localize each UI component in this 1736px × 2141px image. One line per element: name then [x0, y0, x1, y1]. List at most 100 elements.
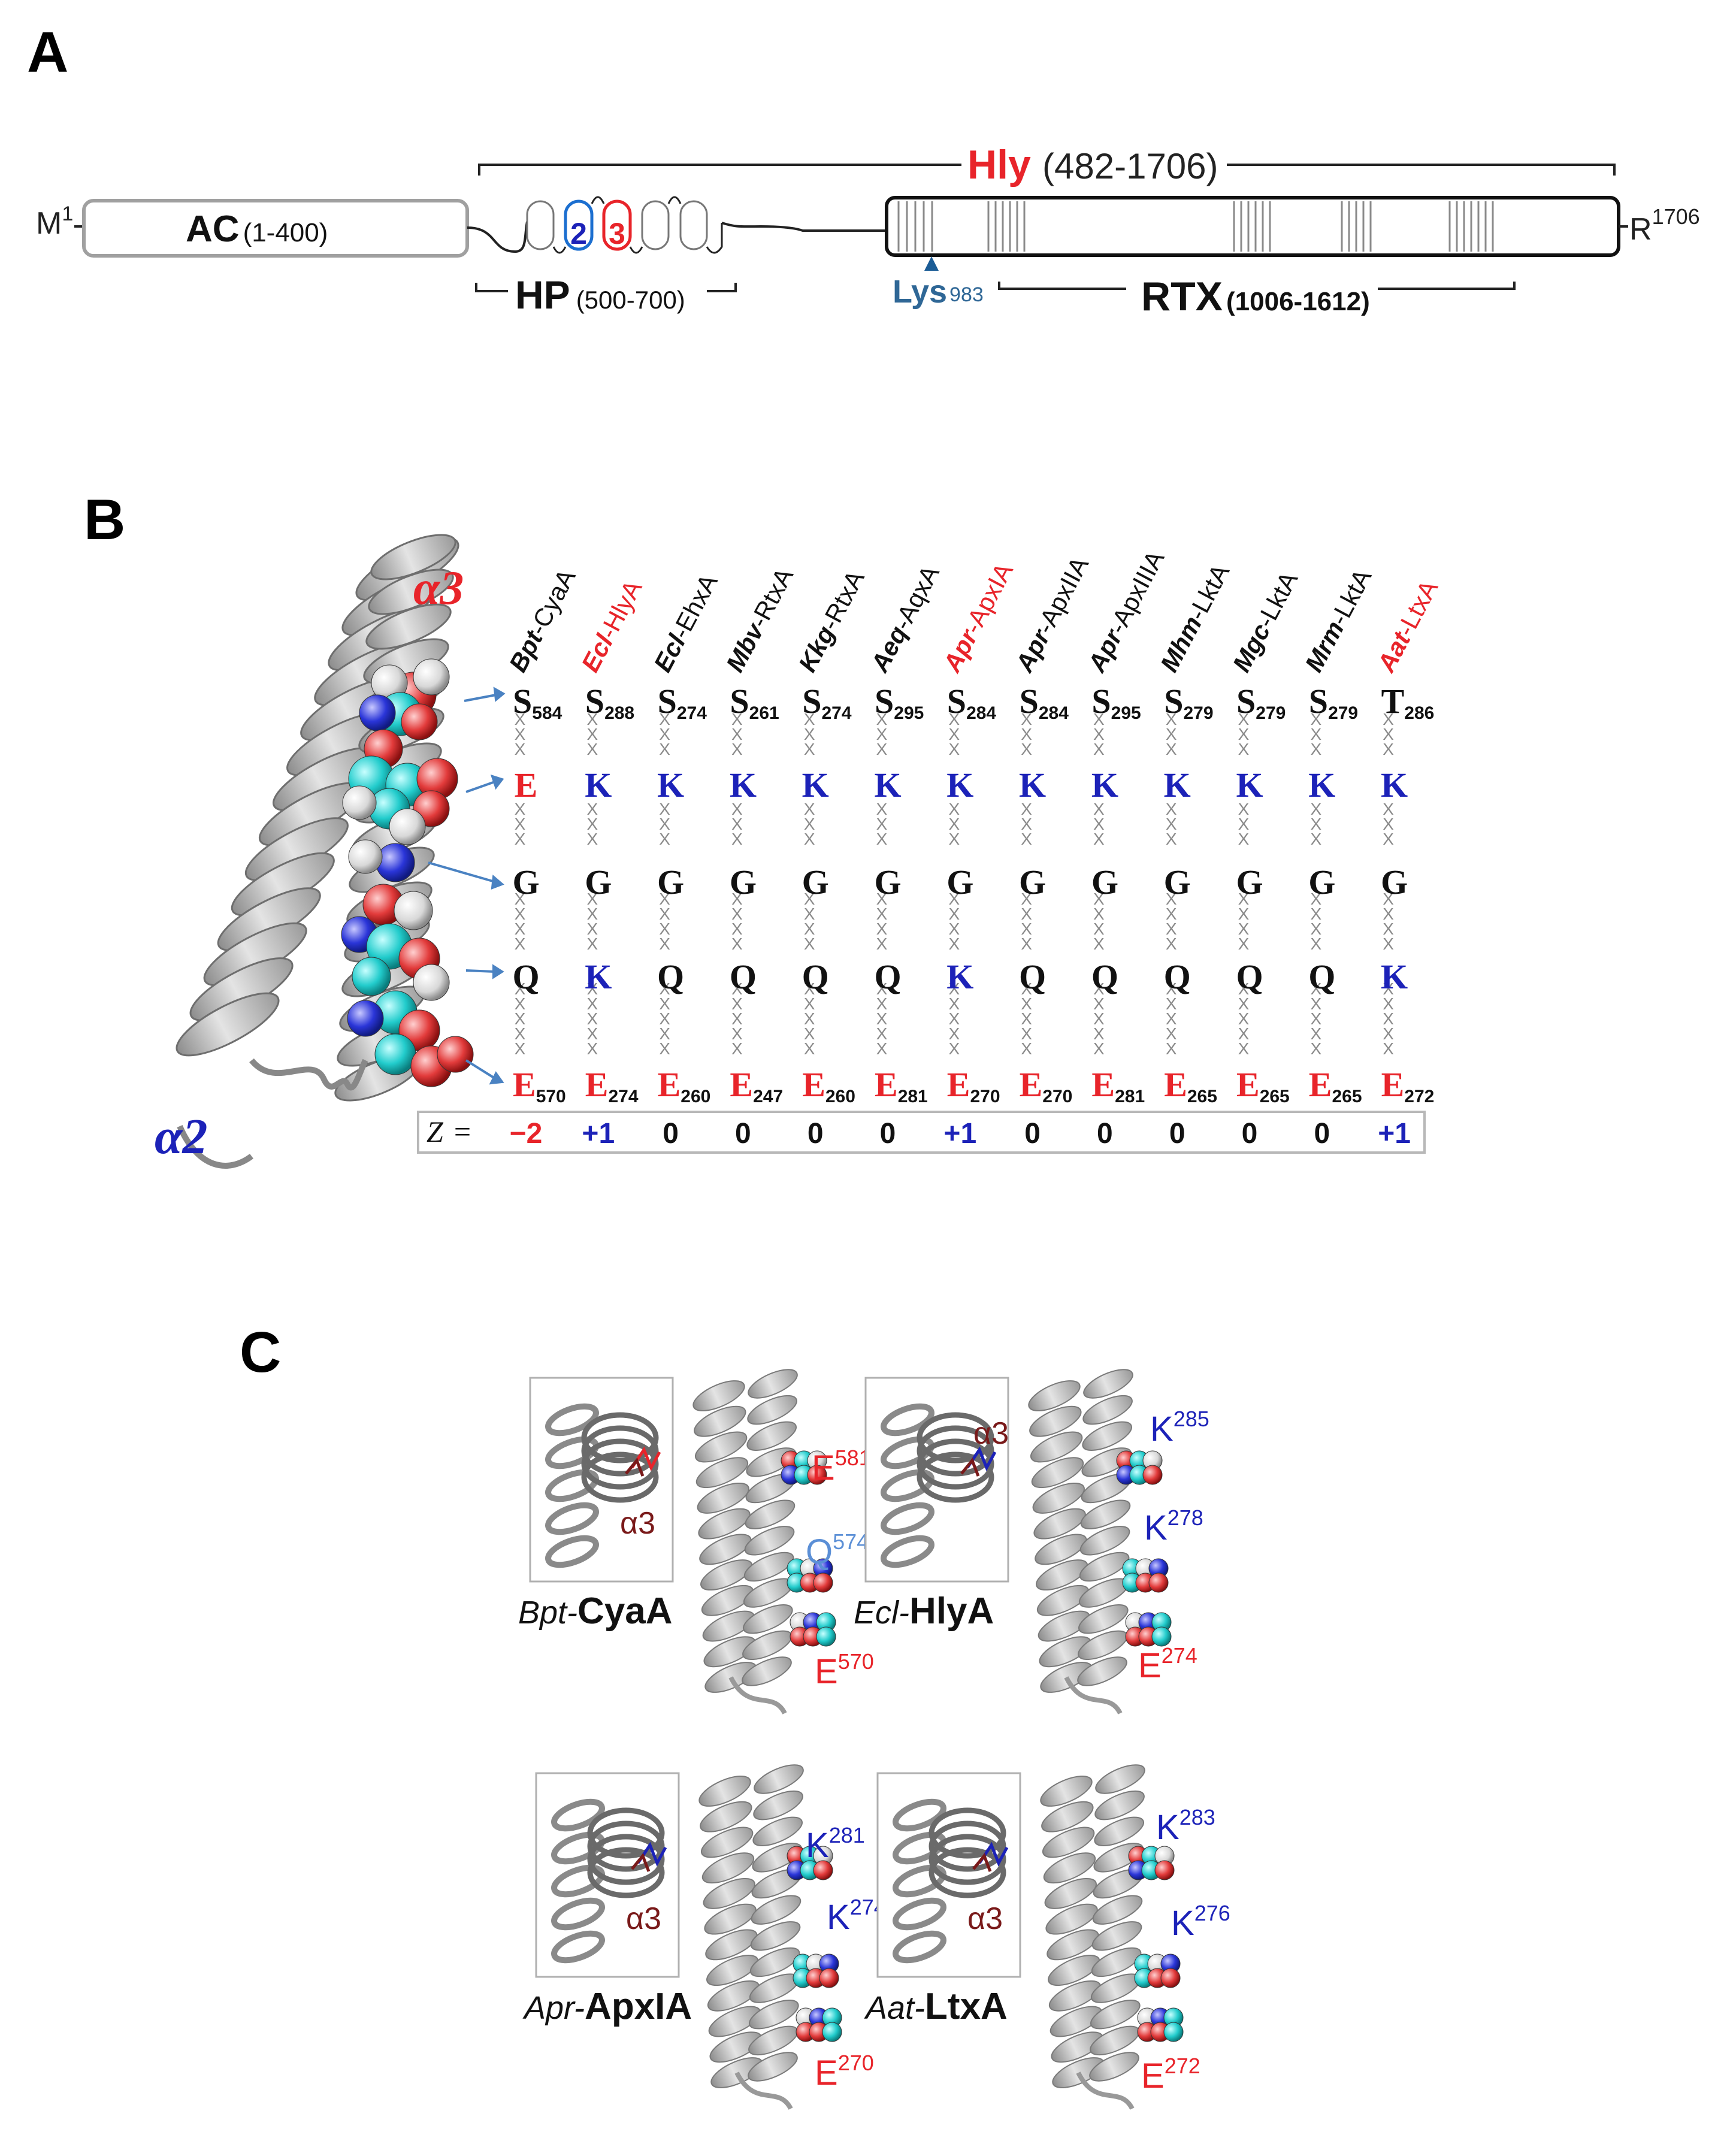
residue-letter: G: [585, 863, 612, 902]
connector-x: X: [948, 935, 960, 953]
connector-x: X: [1238, 1039, 1250, 1058]
connector-x: X: [515, 815, 526, 833]
helix-alpha3-label: α3: [413, 562, 464, 615]
main-helix-turn: [1030, 1431, 1083, 1463]
residue-sphere: [1163, 2022, 1184, 2042]
structure-comparison-c: α3Bpt-CyaAE581Q574E570α3Ecl-HlyAK285K278…: [518, 1369, 1230, 2110]
connector-x: X: [948, 890, 960, 908]
main-helix-turn: [1078, 1604, 1129, 1634]
connector-x: X: [1238, 725, 1250, 743]
connector-x: X: [948, 920, 960, 938]
main-helix-turn: [742, 1656, 792, 1686]
connector-x: X: [586, 1024, 598, 1043]
connector-x: X: [659, 1009, 670, 1028]
residue-letter: Q: [730, 957, 757, 996]
residue-letter: K: [1308, 766, 1335, 805]
inset-helix-coil: [917, 1438, 994, 1490]
connector-x: X: [1383, 890, 1394, 908]
inset-helix-turn: [551, 1831, 605, 1865]
residue-sphere: [813, 1573, 833, 1593]
atom-sphere: [413, 658, 450, 695]
species-label: Ecl-HlyA: [576, 576, 647, 676]
connector-x: X: [1021, 1009, 1032, 1028]
main-helix-turn: [749, 1947, 800, 1977]
main-helix-turn: [1083, 1369, 1133, 1399]
connector-x: X: [1021, 994, 1032, 1013]
connector-x: X: [948, 830, 960, 848]
residue-letter: K: [730, 766, 757, 805]
connector-x: X: [1166, 994, 1177, 1013]
residue-letter: K: [585, 766, 612, 805]
residue-letter: Q: [1019, 957, 1046, 996]
connector-x: X: [804, 1024, 815, 1043]
helix-structure-b: α3 α2: [155, 534, 506, 1169]
connector-x: X: [876, 920, 888, 938]
residue-letter: K: [1381, 957, 1408, 996]
connector-x: X: [659, 890, 670, 908]
connector-x: X: [731, 905, 743, 923]
connector-x: X: [1166, 710, 1177, 728]
inset-helix-turn: [881, 1535, 934, 1568]
bottom-residue: E265: [1164, 1065, 1217, 1106]
panel-label-a: A: [27, 20, 68, 84]
main-helix-turn: [1032, 1483, 1085, 1514]
residue-letter: K: [802, 766, 829, 805]
connector-x: X: [948, 994, 960, 1013]
connector-x: X: [1093, 1009, 1105, 1028]
connector-x: X: [731, 920, 743, 938]
connector-x: X: [1166, 725, 1177, 743]
connector-x: X: [804, 935, 815, 953]
connector-x: X: [515, 1039, 526, 1058]
connector-x: X: [948, 815, 960, 833]
main-helix-turn: [705, 1929, 758, 1961]
inset-helix-turn: [545, 1436, 599, 1469]
main-helix-turn: [744, 1526, 795, 1556]
hp-helix-5: [679, 200, 708, 250]
main-helix-turn: [1094, 1790, 1145, 1821]
connector-x: X: [804, 890, 815, 908]
residue-label: K283: [1156, 1805, 1215, 1847]
main-helix-turn: [1091, 1921, 1142, 1951]
main-helix-turn: [1090, 2000, 1141, 2030]
connector-x: X: [1238, 1024, 1250, 1043]
connector-x: X: [1093, 740, 1105, 758]
inset-sidechain: [960, 1457, 980, 1477]
residue-letter: K: [946, 766, 973, 805]
connector-x: X: [1021, 815, 1032, 833]
connector-x: X: [586, 725, 598, 743]
residue-label: E274: [1138, 1643, 1197, 1685]
hp-helix-3: [602, 199, 632, 251]
connector-x: X: [1093, 1039, 1105, 1058]
inset-sidechain: [625, 1457, 645, 1477]
connector-x: X: [1383, 740, 1394, 758]
helix-alpha2-label: α2: [155, 1109, 207, 1165]
connector-x: X: [876, 890, 888, 908]
residue-sphere: [813, 1860, 833, 1880]
hp-helix-1: [526, 200, 555, 250]
connector-x: X: [948, 740, 960, 758]
bottom-residue: E247: [730, 1065, 783, 1106]
connector-x: X: [1093, 994, 1105, 1013]
bottom-residue: E270: [1020, 1065, 1073, 1106]
connector-x: X: [1093, 830, 1105, 848]
main-helix-turn: [1036, 1584, 1090, 1616]
main-loop: [728, 1676, 787, 1715]
top-residue: S279: [1236, 682, 1286, 723]
species-label: Kkg-RtxA: [793, 566, 870, 676]
residue-letter: G: [1019, 863, 1046, 902]
connector-x: X: [1093, 979, 1105, 998]
connector-x: X: [876, 725, 888, 743]
residue-letter: G: [874, 863, 901, 902]
connector-x: X: [515, 905, 526, 923]
connector-x: X: [876, 979, 888, 998]
connector-x: X: [1021, 920, 1032, 938]
connector-x: X: [1310, 1024, 1321, 1043]
inset-helix-turn: [881, 1502, 934, 1535]
main-helix-turn: [1079, 1526, 1130, 1556]
atom-sphere: [401, 703, 438, 740]
